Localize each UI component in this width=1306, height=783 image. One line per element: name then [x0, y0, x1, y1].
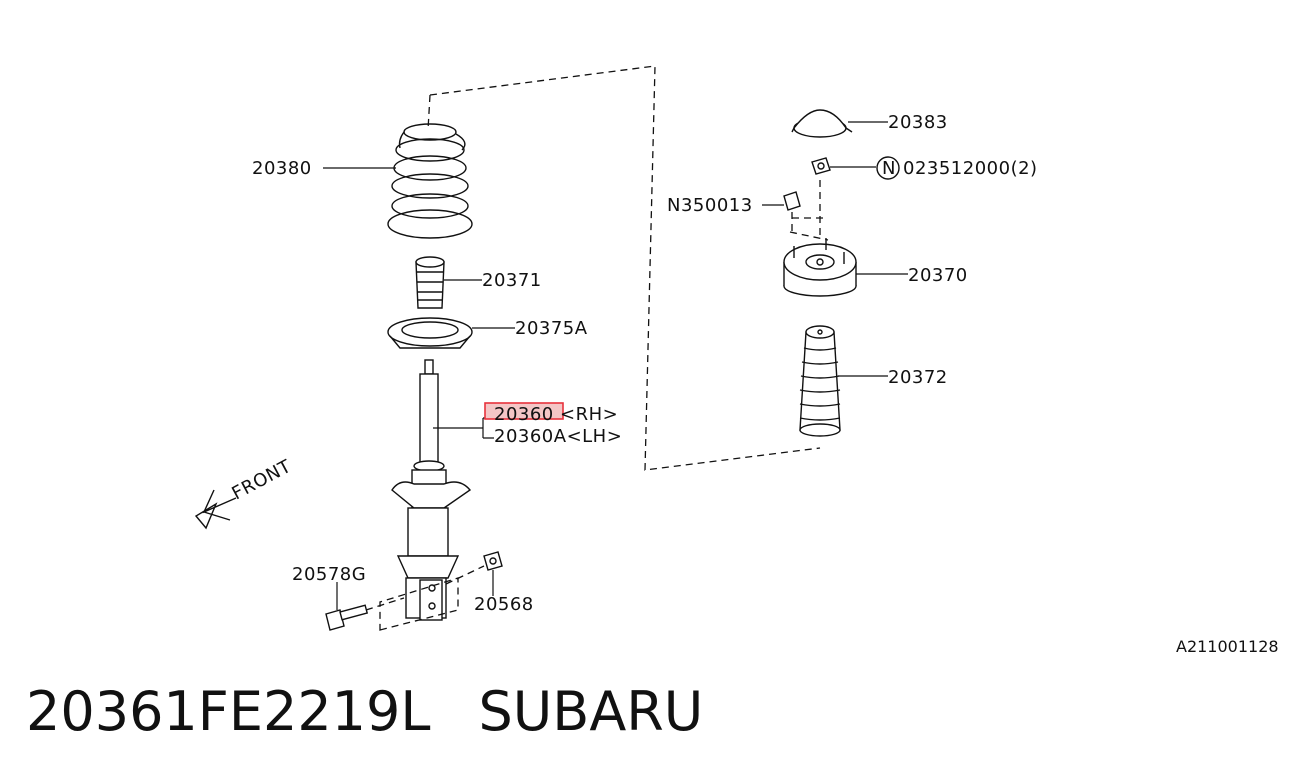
strut-assembly: [391, 359, 472, 621]
label-20360-rh: 20360 <RH>: [494, 404, 618, 425]
label-20370: 20370: [908, 265, 968, 286]
assembly-dashed-outline: [429, 65, 821, 471]
label-20380: 20380: [252, 158, 312, 179]
flange-nut: [483, 551, 503, 571]
label-20568: 20568: [474, 594, 534, 615]
label-20375A: 20375A: [515, 318, 588, 339]
dust-cap: [791, 109, 853, 138]
front-label: FRONT: [228, 456, 295, 505]
upper-mount: [783, 238, 857, 297]
bolt: [325, 604, 369, 631]
label-20372: 20372: [888, 367, 948, 388]
spring-seat: [387, 317, 473, 349]
label-20383: 20383: [888, 112, 948, 133]
n-marker: N: [882, 158, 896, 179]
label-20360A-lh: 20360A<LH>: [494, 426, 622, 447]
dust-boot: [799, 325, 841, 437]
brand-name: SUBARU: [478, 680, 704, 743]
coil-spring: [387, 123, 473, 239]
label-023512000: 023512000(2): [903, 158, 1038, 179]
small-nut: [783, 191, 801, 211]
footer: 20361FE2219L SUBARU: [26, 680, 703, 750]
bump-stop: [415, 256, 445, 309]
label-20578G: 20578G: [292, 564, 366, 585]
front-arrow-icon: [194, 489, 237, 530]
part-number: 20361FE2219L: [26, 680, 431, 743]
label-N350013: N350013: [667, 195, 753, 216]
label-20371: 20371: [482, 270, 542, 291]
dashed-link: [427, 94, 431, 131]
mount-nut: [811, 157, 831, 175]
n-marker-circle: [876, 156, 900, 180]
diagram-id: A211001128: [1176, 637, 1279, 656]
highlight-box: [484, 402, 564, 420]
